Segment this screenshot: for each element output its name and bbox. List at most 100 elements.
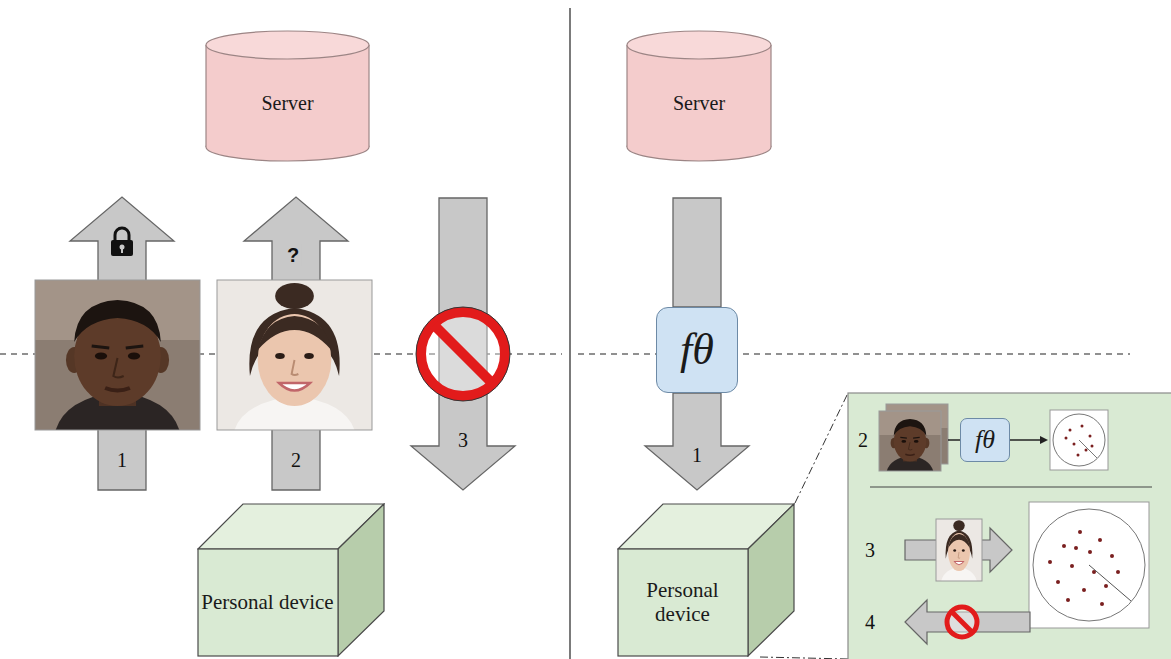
- step-number: 4: [862, 611, 878, 633]
- drawing-part: [206, 31, 369, 59]
- server-cylinder: Server: [626, 30, 772, 162]
- inset-item-4: [905, 600, 1030, 644]
- drawing-part: [1104, 584, 1108, 588]
- drawing-part: [1029, 502, 1149, 628]
- drawing-part: [368, 45, 369, 147]
- drawing-part: [1048, 560, 1052, 564]
- block-arrow: [645, 393, 749, 490]
- block-arrow: [411, 198, 515, 490]
- drawing-part: [1050, 410, 1108, 470]
- step-number: 2: [855, 429, 871, 451]
- drawing-part: [205, 45, 206, 147]
- arrow-shape: [411, 198, 515, 490]
- drawing-part: [1089, 565, 1131, 601]
- arrow-shape: [673, 198, 721, 307]
- drawing-part: [618, 549, 748, 656]
- drawing-part: [1070, 564, 1074, 568]
- text-area: fθ: [961, 419, 1009, 461]
- drawing-part: [206, 45, 369, 147]
- drawing-part: [1078, 530, 1082, 534]
- function-symbol: fθ: [975, 427, 995, 453]
- divider-line: [569, 8, 570, 659]
- server-cylinder: Server: [205, 30, 370, 162]
- drawing-part: [951, 611, 973, 633]
- drawing-part: [35, 280, 200, 430]
- drawing-part: [1110, 554, 1114, 558]
- drawing-part: [770, 45, 771, 147]
- drawing-part: [1062, 544, 1066, 548]
- function-box: fθ: [656, 307, 738, 393]
- drawing-part: [795, 393, 848, 503]
- drawing-part: [1069, 429, 1072, 432]
- drawing-part: [1077, 454, 1080, 457]
- drawing-part: [948, 439, 960, 441]
- step-number: 3: [862, 539, 878, 561]
- drawing-part: [627, 31, 771, 59]
- node-label: Personal device: [201, 590, 333, 614]
- block-arrow: [673, 198, 721, 307]
- drawing-part: [1073, 443, 1076, 446]
- drawing-part: [1074, 546, 1078, 550]
- drawing-part: [879, 411, 941, 471]
- question-mark: ?: [284, 244, 302, 266]
- drawing-part: [121, 248, 123, 253]
- drawing-part: [1056, 580, 1060, 584]
- text-area: Personal device: [621, 551, 744, 653]
- prohibition-sign: [416, 307, 510, 401]
- drawing-part: [1081, 425, 1084, 428]
- drawing-part: [115, 228, 129, 241]
- drawing-part: [1089, 435, 1092, 438]
- drawing-part: [626, 45, 627, 147]
- drawing-part: [1053, 414, 1105, 466]
- photo-woman: [217, 280, 372, 430]
- device-cube: Personal device: [197, 503, 385, 657]
- arrow-number: 2: [288, 449, 304, 471]
- drawing-part: [1033, 509, 1145, 621]
- drawing-part: [760, 657, 848, 659]
- drawing-part: [1048, 530, 1120, 606]
- drawing-part: [1116, 570, 1120, 574]
- drawing-part: [1066, 598, 1070, 602]
- node-label: Personal device: [621, 578, 744, 626]
- drawing-part: [217, 280, 372, 430]
- drawing-part: [434, 325, 492, 383]
- text-area: Personal device: [201, 551, 334, 653]
- drawing-part: [1098, 538, 1102, 542]
- arrow-shape: [645, 393, 749, 490]
- photo-man: [35, 280, 200, 430]
- function-box: fθ: [960, 418, 1010, 462]
- node-label: Server: [261, 92, 313, 115]
- drawing-part: [1091, 445, 1094, 448]
- drawing-part: [627, 45, 771, 147]
- drawing-part: [1065, 437, 1068, 440]
- drawing-part: [198, 549, 338, 656]
- cube-shape: [197, 503, 385, 657]
- drawing-part: [1100, 602, 1104, 606]
- inset-item-3: [905, 502, 1149, 628]
- drawing-part: [416, 307, 510, 401]
- function-symbol: fθ: [680, 328, 714, 372]
- node-label: Server: [673, 92, 725, 115]
- drawing-part: [870, 486, 1152, 487]
- arrow-number: 1: [114, 449, 130, 471]
- drawing-part: [1079, 440, 1097, 458]
- drawing-part: [1040, 436, 1048, 444]
- inset-panel: [848, 393, 1171, 659]
- drawing-part: [879, 411, 941, 471]
- text-area: fθ: [657, 308, 737, 392]
- text-area: Server: [630, 60, 768, 146]
- arrow-number: 3: [455, 429, 471, 451]
- drawing-part: [338, 504, 384, 656]
- text-area: Server: [209, 60, 366, 146]
- drawing-part: [936, 519, 982, 581]
- drawing-part: [905, 600, 1030, 644]
- drawing-part: [1085, 449, 1088, 452]
- drawing-part: [936, 519, 982, 581]
- drawing-part: [111, 240, 133, 256]
- drawing-part: [1088, 550, 1092, 554]
- drawing-part: [1082, 588, 1086, 592]
- inset-item-2: [879, 404, 1108, 471]
- drawing-part: [848, 393, 1171, 659]
- device-cube: Personal device: [617, 503, 795, 657]
